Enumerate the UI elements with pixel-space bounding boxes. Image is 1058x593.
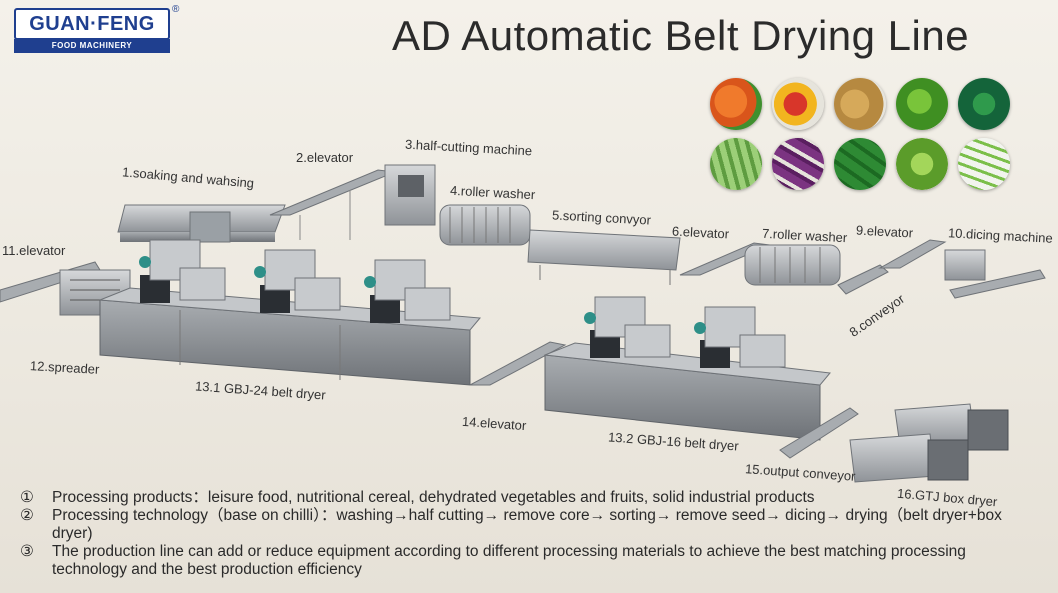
note-number: ① [20, 489, 34, 506]
elevator-14 [469, 341, 567, 386]
scallion-icon [958, 138, 1010, 190]
brand-logo: GUAN·FENG FOOD MACHINERY ® [14, 4, 179, 53]
half-cutting-machine [384, 164, 436, 226]
zucchini-icon [896, 138, 948, 190]
roller-washer-4 [439, 204, 531, 246]
green-peppers-icon [896, 78, 948, 130]
spinach-icon [958, 78, 1010, 130]
registered-mark: ® [172, 4, 180, 15]
note-number: ② [20, 507, 34, 524]
carrots-icon [710, 78, 762, 130]
elevator-9 [878, 239, 947, 269]
note-item: ③ The production line can add or reduce … [20, 543, 1040, 579]
conveyor-8 [837, 264, 889, 295]
note-item: ① Processing products：leisure food, nutr… [20, 489, 1040, 507]
peppers-icon [772, 78, 824, 130]
note-text: Processing technology（base on chilli）：wa… [52, 507, 1002, 542]
page-title: AD Automatic Belt Drying Line [392, 12, 970, 59]
output-conveyor [779, 407, 859, 459]
label-elevator-6: 6.elevator [671, 223, 730, 242]
box-dryers [849, 403, 1009, 483]
roller-washer-7 [744, 244, 841, 286]
potatoes-icon [834, 78, 886, 130]
note-text: Processing products：leisure food, nutrit… [52, 489, 815, 506]
soaking-washing-machine [117, 204, 286, 243]
label-elevator-9: 9.elevator [855, 222, 914, 241]
elevator-2 [269, 169, 397, 240]
celery-icon [710, 138, 762, 190]
process-notes: ① Processing products：leisure food, nutr… [20, 489, 1040, 579]
cucumber-icon [834, 138, 886, 190]
logo-wordmark: GUAN·FENG [14, 8, 170, 40]
sorting-conveyor [527, 229, 681, 285]
note-item: ② Processing technology（base on chilli）：… [20, 507, 1040, 543]
belt-dryer-13-1 [99, 239, 481, 386]
belt-dryer-13-2 [544, 296, 831, 441]
logo-subtitle: FOOD MACHINERY [14, 39, 170, 53]
label-elevator-2: 2.elevator [296, 150, 354, 165]
label-elevator-11: 11.elevator [2, 243, 66, 258]
note-text: The production line can add or reduce eq… [52, 543, 966, 578]
note-number: ③ [20, 543, 34, 560]
dicing-machine [944, 249, 1046, 299]
eggplant-icon [772, 138, 824, 190]
